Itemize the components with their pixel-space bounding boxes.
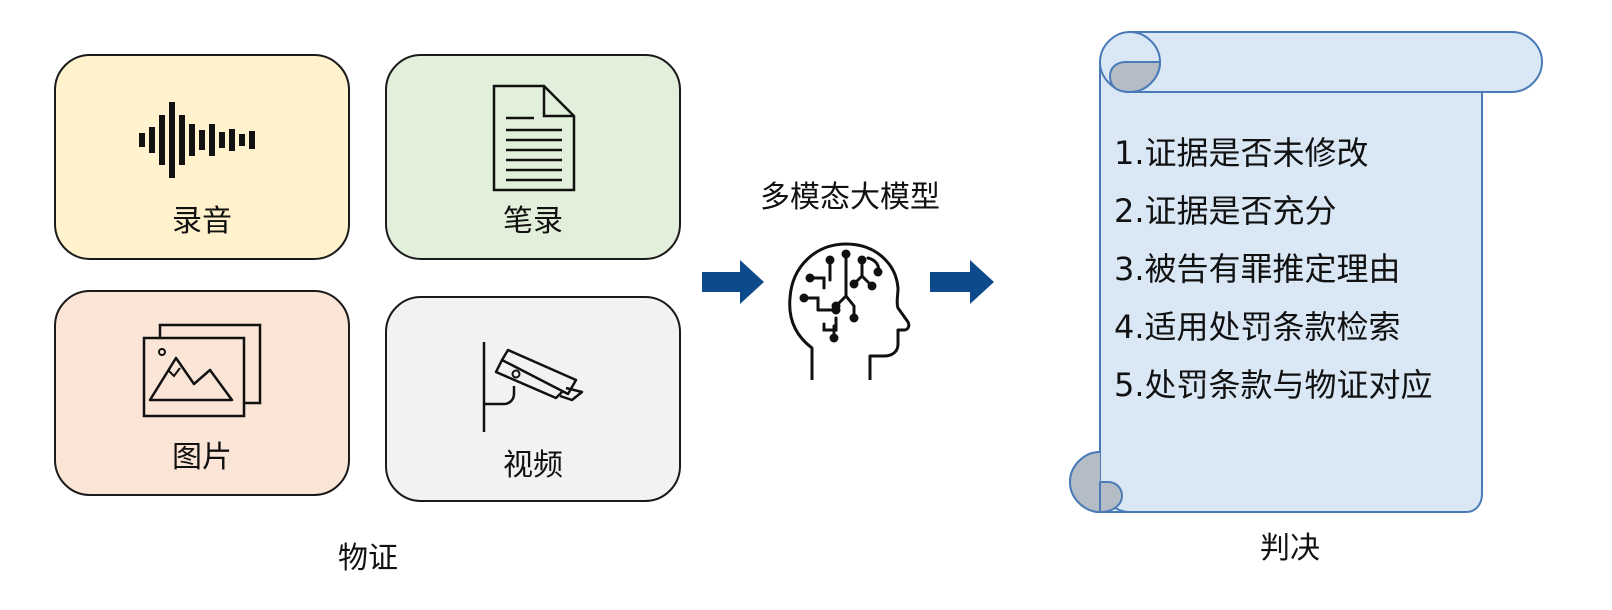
video-card: 视频	[385, 296, 681, 502]
surveillance-camera-icon	[387, 338, 679, 438]
arrow-right-icon	[930, 258, 996, 310]
image-label: 图片	[172, 440, 232, 475]
notes-card: 笔录	[385, 54, 681, 260]
judgment-caption: 判决	[1260, 531, 1320, 566]
picture-icon	[56, 322, 348, 424]
audio-label: 录音	[172, 204, 232, 239]
video-label: 视频	[503, 448, 563, 483]
judgment-criteria-list: 1.证据是否未修改 2.证据是否充分 3.被告有罪推定理由 4.适用处罚条款检索…	[1114, 124, 1433, 414]
evidence-caption: 物证	[338, 541, 398, 576]
criteria-item: 2.证据是否充分	[1114, 192, 1337, 230]
model-caption: 多模态大模型	[760, 180, 940, 215]
document-icon	[387, 82, 679, 198]
audio-card: 录音	[54, 54, 350, 260]
ai-brain-head-icon	[784, 240, 916, 390]
criteria-item: 5.处罚条款与物证对应	[1114, 366, 1433, 404]
criteria-item: 4.适用处罚条款检索	[1114, 308, 1401, 346]
criteria-item: 3.被告有罪推定理由	[1114, 250, 1401, 288]
sound-wave-icon	[56, 100, 348, 184]
criteria-item: 1.证据是否未修改	[1114, 134, 1369, 172]
arrow-right-icon	[702, 258, 766, 310]
image-card: 图片	[54, 290, 350, 496]
notes-label: 笔录	[503, 204, 563, 239]
judgment-scroll	[1030, 20, 1550, 524]
